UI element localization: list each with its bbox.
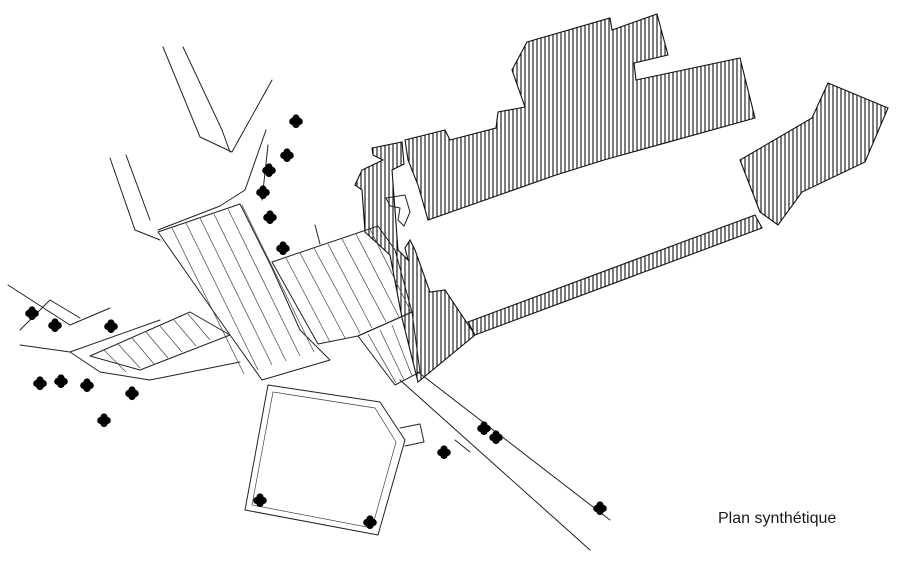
striped-pavement-main: [157, 203, 331, 381]
hatched-wall-strip: [467, 214, 763, 336]
building-east-block: [739, 82, 889, 226]
striped-parking-west: [89, 311, 231, 373]
street-outlines: [7, 46, 611, 551]
building-north-block: [404, 13, 756, 221]
striped-roadway-south: [357, 311, 421, 386]
building-west-block: [354, 141, 476, 383]
striped-pavement-east: [271, 225, 413, 345]
plan-caption: Plan synthétique: [718, 510, 837, 527]
square-plot: [244, 384, 425, 536]
